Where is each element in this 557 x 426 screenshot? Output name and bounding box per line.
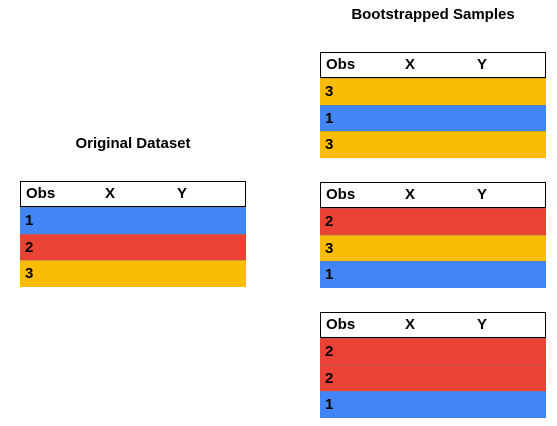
bootstrap-title: Bootstrapped Samples — [351, 6, 515, 23]
row-obs: 3 — [25, 265, 34, 282]
row-obs: 2 — [325, 369, 334, 387]
row-obs: 2 — [325, 213, 334, 230]
bootstrap-sample-table-1: Obs X Y 3 1 3 — [320, 52, 546, 158]
table-header: Obs X Y — [20, 181, 246, 207]
table-row: 3 — [20, 260, 246, 287]
header-x: X — [405, 186, 416, 203]
table-row: 1 — [320, 261, 546, 288]
row-obs: 1 — [325, 266, 334, 283]
row-obs: 1 — [325, 109, 334, 127]
header-y: Y — [477, 316, 488, 333]
header-obs: Obs — [326, 186, 356, 203]
header-obs: Obs — [26, 185, 56, 202]
header-x: X — [405, 316, 416, 333]
header-obs: Obs — [326, 56, 356, 73]
row-obs: 2 — [325, 343, 334, 360]
original-table: Obs X Y 1 2 3 — [20, 181, 246, 287]
header-x: X — [105, 185, 116, 202]
table-row: 1 — [20, 207, 246, 234]
row-obs: 3 — [325, 239, 334, 257]
bootstrap-sample-table-3: Obs X Y 2 2 1 — [320, 312, 546, 418]
table-header: Obs X Y — [320, 182, 546, 208]
table-row: 2 — [320, 208, 546, 235]
table-row: 3 — [320, 234, 546, 261]
header-x: X — [405, 56, 416, 73]
table-row: 3 — [320, 78, 546, 105]
table-header: Obs X Y — [320, 52, 546, 78]
row-obs: 1 — [25, 212, 34, 229]
table-row: 1 — [320, 104, 546, 131]
row-obs: 3 — [325, 136, 334, 153]
table-row: 2 — [320, 338, 546, 365]
row-obs: 2 — [25, 238, 34, 256]
header-y: Y — [477, 186, 488, 203]
table-row: 2 — [20, 233, 246, 260]
bootstrap-sample-table-2: Obs X Y 2 3 1 — [320, 182, 546, 288]
original-title: Original Dataset — [75, 135, 191, 152]
table-row: 3 — [320, 131, 546, 158]
header-y: Y — [177, 185, 188, 202]
header-obs: Obs — [326, 316, 356, 333]
table-header: Obs X Y — [320, 312, 546, 338]
row-obs: 1 — [325, 396, 334, 413]
header-y: Y — [477, 56, 488, 73]
table-row: 1 — [320, 391, 546, 418]
table-row: 2 — [320, 364, 546, 391]
row-obs: 3 — [325, 83, 334, 100]
